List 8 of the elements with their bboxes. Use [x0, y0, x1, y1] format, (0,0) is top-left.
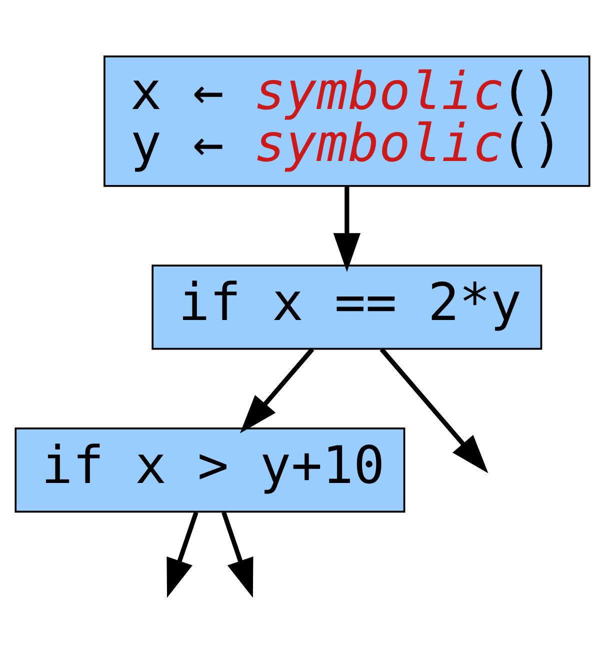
node-box: x ← symbolic() y ← symbolic() — [104, 54, 590, 186]
arrow — [380, 347, 488, 473]
arrow — [333, 186, 361, 272]
arrow — [240, 347, 314, 433]
arrow — [166, 511, 198, 598]
node-box: if x == 2*y — [152, 264, 542, 350]
arrow — [222, 511, 254, 598]
node-box: if x > y+10 — [14, 426, 406, 512]
